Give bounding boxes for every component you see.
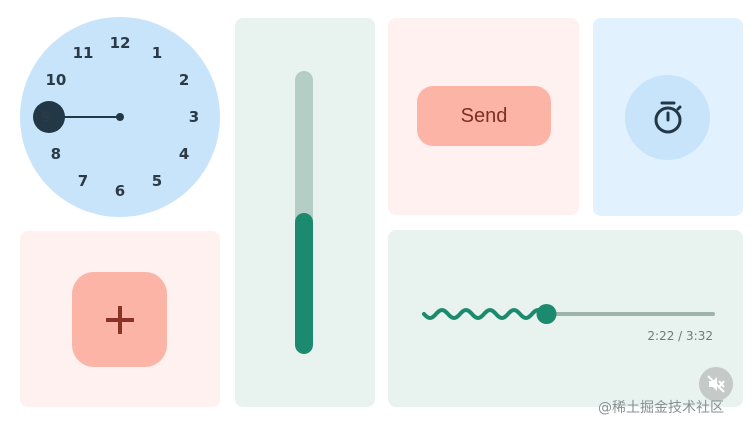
plus-icon [105, 305, 134, 334]
clock-numeral: 2 [179, 71, 189, 89]
clock-selected-hour-marker [33, 101, 65, 133]
mute-button[interactable] [699, 367, 733, 401]
vertical-slider[interactable] [295, 71, 313, 354]
clock-numeral: 9 [41, 108, 51, 126]
clock-numeral: 11 [73, 44, 94, 62]
send-button[interactable]: Send [417, 86, 551, 146]
clock-center-dot [116, 113, 124, 121]
volume-off-icon [707, 375, 725, 393]
stopwatch-icon [654, 101, 681, 133]
clock-numeral: 7 [78, 172, 88, 190]
clock-numeral: 4 [179, 145, 189, 163]
clock-numeral: 10 [45, 71, 66, 89]
slider-active-fill [295, 212, 313, 354]
seek-track-played [422, 307, 548, 321]
clock-face[interactable]: 12 12 3 45 6 78 9 10 11 [19, 17, 221, 217]
media-time-readout: 2:22 / 3:32 [647, 329, 713, 343]
seek-thumb[interactable] [536, 304, 557, 324]
clock-numeral: 5 [152, 172, 162, 190]
vertical-slider-card [235, 18, 375, 407]
clock-numeral: 12 [110, 34, 131, 52]
clock-numeral: 8 [51, 145, 61, 163]
media-player-card: 2:22 / 3:32 [388, 230, 743, 407]
send-card: Send [388, 18, 579, 215]
watermark: @稀土掘金技术社区 [598, 400, 724, 416]
add-button[interactable] [72, 272, 167, 367]
clock-numeral: 3 [189, 108, 199, 126]
timer-card [593, 18, 743, 216]
media-seek-bar[interactable] [388, 230, 743, 407]
fab-card [20, 231, 220, 407]
clock-numeral: 6 [115, 182, 125, 200]
clock-numeral: 1 [152, 44, 162, 62]
timer-button[interactable] [625, 75, 710, 160]
